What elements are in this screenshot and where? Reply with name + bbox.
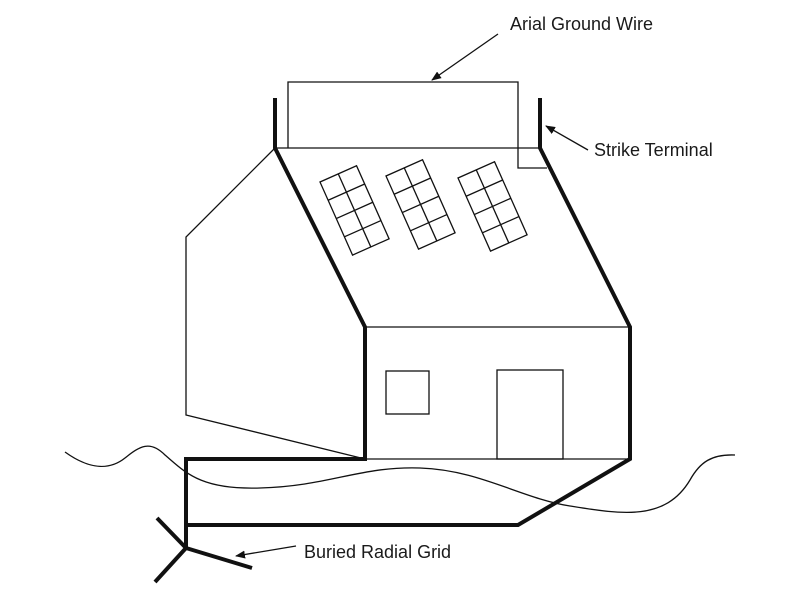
aerial-wire-pointer [431, 33, 499, 81]
strike-terminal-pointer [545, 125, 589, 151]
aerial-wire-label: Arial Ground Wire [510, 14, 653, 34]
solar-panel-2 [385, 158, 456, 250]
solar-panel-3 [457, 160, 528, 252]
left-down-conductor [184, 100, 632, 527]
buried-radial-grid [153, 516, 253, 584]
ground-surface-line [64, 445, 736, 514]
strike-terminal-label: Strike Terminal [594, 140, 713, 160]
radial-grid-label: Buried Radial Grid [304, 542, 451, 562]
solar-panel-1 [319, 164, 390, 256]
radial-grid-pointer [235, 545, 297, 559]
house-side-wall [185, 147, 366, 460]
house-window [385, 370, 430, 415]
aerial-ground-wire [287, 81, 547, 169]
house-door [496, 369, 564, 460]
